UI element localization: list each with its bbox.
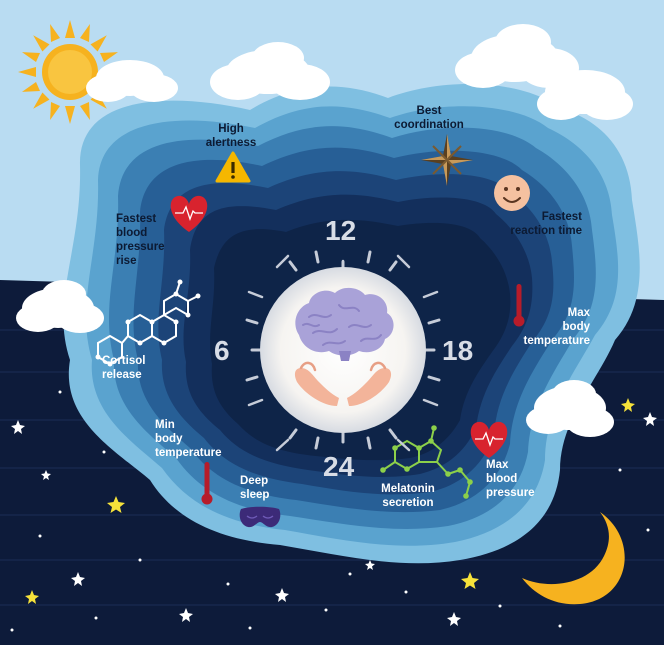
warning-icon [215,151,251,183]
clock-number-18: 18 [442,335,474,366]
molecule-icon [380,425,473,499]
star-icon [25,398,635,604]
label-min-body-temperature: Min body temperature [155,419,222,459]
thermometer-icon [513,284,525,327]
star-icon [11,412,657,626]
hands-icon [294,361,392,406]
heart-pulse-icon [170,195,208,232]
label-fastest-blood-pressure-rise: Fastest blood pressure rise [116,213,165,267]
sun-icon [18,20,122,124]
label-fastest-reaction-time: Fastest reaction time [510,211,582,237]
clock-number-24: 24 [323,451,355,482]
clock-number-6: 6 [214,335,230,366]
thermometer-icon [201,462,213,505]
molecule-icon [95,279,201,367]
heart-pulse-icon [470,421,508,458]
smiley-icon [494,175,530,211]
label-deep-sleep: Deep sleep [240,475,270,501]
label-max-blood-pressure: Max blood pressure [486,459,535,499]
cloud-icon [16,24,633,437]
label-best-coordination: Best coordination [394,105,464,131]
label-melatonin-secretion: Melatonin secretion [381,483,435,509]
brain-icon [295,287,394,361]
moon-icon [522,512,625,605]
label-max-body-temperature: Max body temperature [523,307,590,347]
clock-number-12: 12 [325,215,357,246]
label-cortisol-release: Cortisol release [102,355,146,381]
molecule-icon [97,281,199,366]
star-icon [10,390,650,632]
sleep-mask-icon [239,506,281,528]
label-high-alertness: High alertness [205,123,257,149]
compass-star-icon [421,134,473,186]
